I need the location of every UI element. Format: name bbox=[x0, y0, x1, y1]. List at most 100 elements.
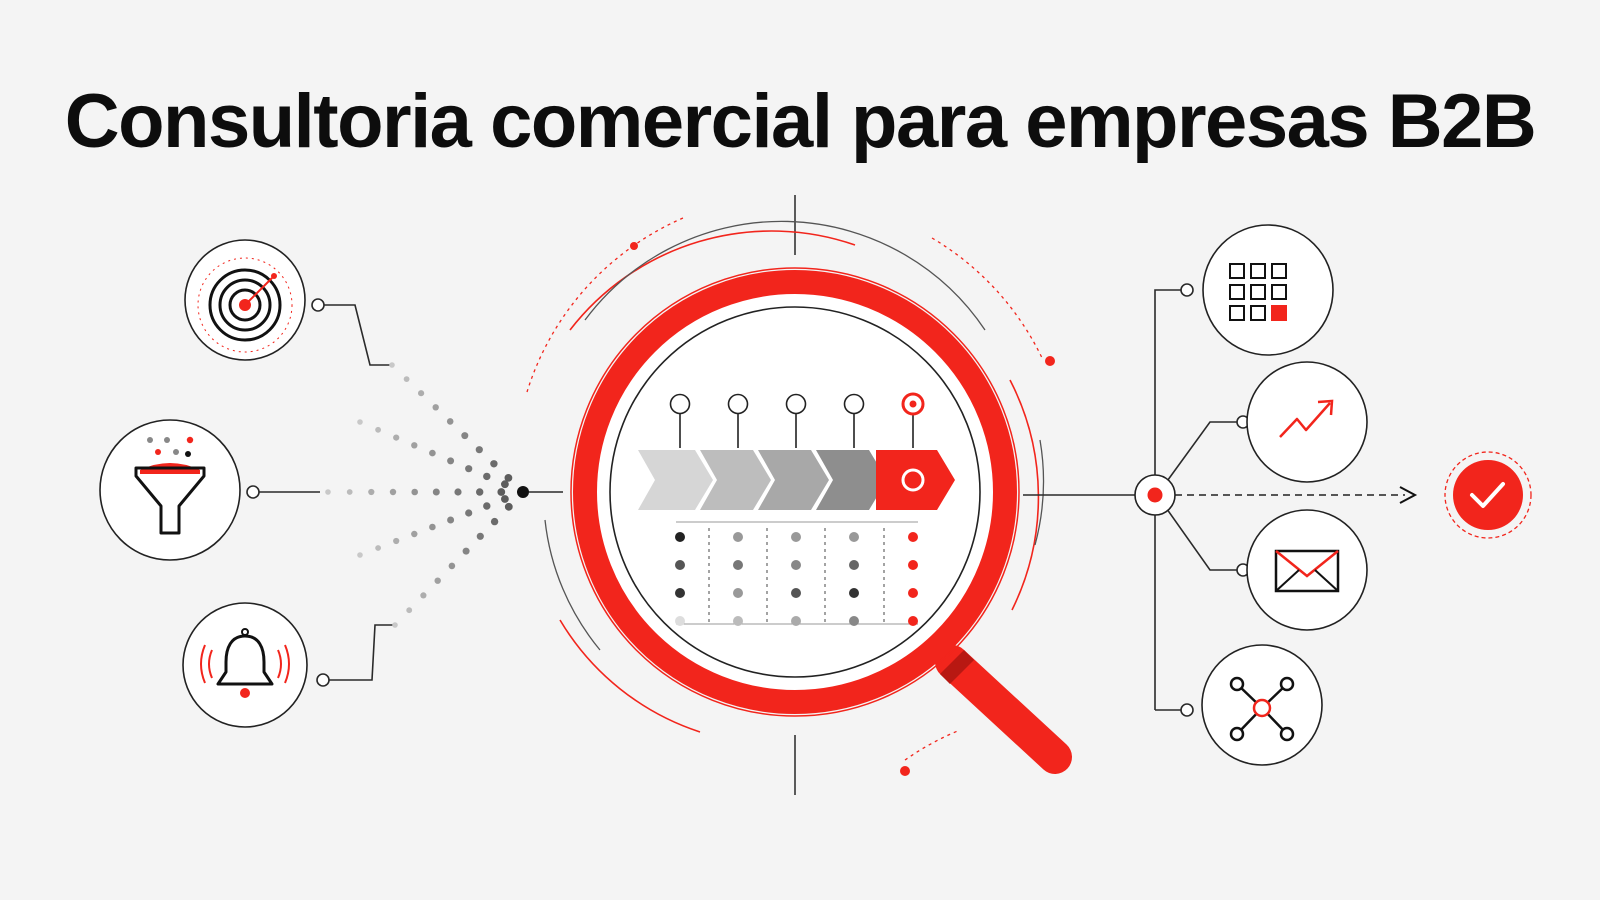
bell-node bbox=[182, 602, 308, 728]
stream-dot bbox=[389, 362, 395, 368]
pipeline-stage-2 bbox=[700, 450, 771, 510]
funnel-icon bbox=[134, 436, 206, 535]
stream-dot bbox=[346, 489, 353, 495]
stream-dot bbox=[418, 390, 425, 397]
mail-node bbox=[1246, 509, 1368, 631]
stream-dot bbox=[465, 465, 473, 473]
stream-dot bbox=[389, 488, 397, 496]
left-connector-ends bbox=[246, 298, 330, 687]
stream-dot bbox=[432, 488, 440, 496]
stream-dot bbox=[420, 592, 427, 599]
stream-dot bbox=[501, 480, 509, 489]
stream-dot bbox=[393, 434, 400, 441]
magnifying-glass-icon bbox=[570, 267, 1072, 774]
network-icon bbox=[1229, 676, 1295, 742]
grid-dot bbox=[733, 616, 743, 626]
stream-dot bbox=[476, 488, 484, 496]
grid-dot bbox=[675, 588, 685, 598]
stream-dot bbox=[475, 446, 483, 454]
stream-dot bbox=[501, 495, 509, 503]
result-arrow bbox=[1175, 486, 1418, 504]
stream-dot bbox=[429, 523, 436, 531]
stream-dot bbox=[490, 460, 498, 468]
stream-dot bbox=[375, 545, 381, 551]
stream-dot bbox=[406, 607, 413, 614]
grid-icon bbox=[1229, 263, 1287, 321]
stream-dot bbox=[462, 547, 470, 555]
trend-up-icon bbox=[1279, 399, 1334, 438]
target-icon bbox=[197, 257, 293, 353]
stream-dot bbox=[461, 432, 469, 440]
target-node bbox=[184, 239, 306, 361]
pipeline-stage-markers bbox=[669, 392, 925, 448]
grid-dot bbox=[791, 532, 801, 542]
stream-dot bbox=[483, 472, 491, 481]
grid-dot bbox=[849, 616, 859, 626]
pipeline-stage-5 bbox=[876, 450, 955, 510]
grid-dot bbox=[908, 588, 918, 598]
stream-dot bbox=[357, 552, 363, 558]
bell-alert-icon bbox=[200, 628, 290, 698]
stream-dot bbox=[497, 488, 506, 496]
grid-dot bbox=[908, 560, 918, 570]
grid-dot bbox=[675, 560, 685, 570]
stream-dot bbox=[446, 418, 454, 425]
stream-dot bbox=[490, 517, 499, 526]
pipeline-chevrons bbox=[638, 450, 955, 510]
stream-dot bbox=[368, 488, 375, 496]
stream-dot bbox=[392, 622, 398, 628]
pipeline-data-grid bbox=[675, 521, 918, 626]
pipeline-stage-1 bbox=[638, 450, 713, 510]
dotted-input-streams bbox=[325, 362, 513, 628]
stream-dot bbox=[411, 442, 418, 449]
stream-dot bbox=[411, 488, 419, 496]
grid-dot bbox=[733, 532, 743, 542]
grid-dot bbox=[849, 560, 859, 570]
grid-dot bbox=[791, 616, 801, 626]
left-connectors bbox=[253, 304, 395, 681]
stream-dot bbox=[483, 502, 491, 510]
page-title: Consultoria comercial para empresas B2B bbox=[64, 79, 1537, 164]
stream-dot bbox=[403, 376, 410, 382]
stream-dot bbox=[411, 530, 418, 538]
stream-dot bbox=[465, 509, 473, 517]
result-node bbox=[1444, 451, 1532, 539]
stream-dot bbox=[434, 577, 441, 584]
stream-dot bbox=[504, 502, 513, 511]
pipeline-stage-3 bbox=[758, 450, 829, 510]
grid-dot bbox=[791, 560, 801, 570]
grid-dot bbox=[675, 616, 685, 626]
check-circle-icon bbox=[1470, 482, 1505, 508]
grid-dot bbox=[908, 532, 918, 542]
grid-dot bbox=[675, 532, 685, 542]
grid-dot bbox=[733, 560, 743, 570]
network-node bbox=[1201, 644, 1323, 766]
pipeline-stage-4 bbox=[816, 450, 887, 510]
hub-node bbox=[1134, 474, 1176, 516]
grid-node bbox=[1202, 224, 1334, 356]
stream-dot bbox=[432, 404, 439, 411]
stream-dot bbox=[504, 474, 513, 482]
grid-dot bbox=[733, 588, 743, 598]
stream-dot bbox=[325, 489, 331, 495]
stream-dot bbox=[375, 426, 381, 433]
convergence-point bbox=[517, 486, 529, 498]
stream-dot bbox=[393, 537, 400, 545]
stream-dot bbox=[447, 516, 455, 524]
grid-dot bbox=[849, 588, 859, 598]
right-connectors bbox=[1154, 289, 1237, 711]
stream-dot bbox=[429, 449, 436, 457]
trend-node bbox=[1246, 361, 1368, 483]
stream-dot bbox=[447, 457, 455, 465]
grid-dot bbox=[908, 616, 918, 626]
envelope-icon bbox=[1274, 549, 1340, 593]
stream-dot bbox=[454, 488, 462, 496]
stream-dot bbox=[448, 562, 456, 570]
stream-dot bbox=[357, 419, 363, 425]
funnel-node bbox=[99, 419, 241, 561]
magnifier-rings bbox=[526, 195, 1055, 795]
grid-dot bbox=[849, 532, 859, 542]
stream-dot bbox=[476, 532, 484, 540]
grid-dot bbox=[791, 588, 801, 598]
